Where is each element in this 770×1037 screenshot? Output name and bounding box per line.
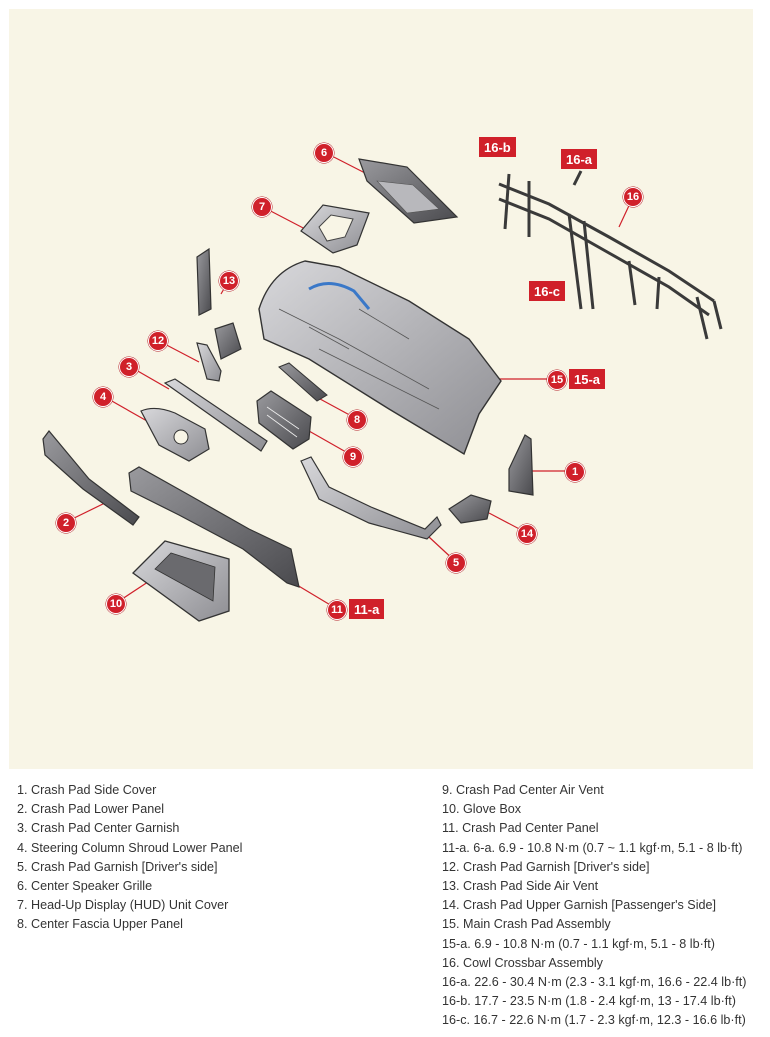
center-fascia-upper-panel-part <box>278 362 328 402</box>
legend-item: 12. Crash Pad Garnish [Driver's side] <box>442 859 650 874</box>
callout-1: 1 <box>565 462 585 482</box>
glove-box-part <box>132 540 230 622</box>
legend-item: 8. Center Fascia Upper Panel <box>17 917 183 932</box>
legend-item: 15. Main Crash Pad Assembly <box>442 917 611 932</box>
legend-item: 16-c. 16.7 - 22.6 N·m (1.7 - 2.3 kgf·m, … <box>442 1013 746 1028</box>
legend-item: 3. Crash Pad Center Garnish <box>17 821 180 836</box>
legend-item: 16-a. 22.6 - 30.4 N·m (2.3 - 3.1 kgf·m, … <box>442 975 747 990</box>
parts-illustration <box>42 151 723 622</box>
callout-13: 13 <box>219 271 239 291</box>
center-air-vent-part <box>256 390 312 450</box>
callout-16-a: 16-a <box>561 149 598 169</box>
legend-item: 10. Glove Box <box>442 802 522 817</box>
callout-12: 12 <box>148 331 168 351</box>
legend-item: 14. Crash Pad Upper Garnish [Passenger's… <box>442 898 717 913</box>
side-air-vent-part <box>196 247 242 360</box>
callout-11: 11 <box>327 600 347 620</box>
callout-15-a: 15-a <box>569 369 606 389</box>
callout-2: 2 <box>56 513 76 533</box>
callout-4: 4 <box>93 387 113 407</box>
crash-pad-upper-garnish-part <box>448 494 492 524</box>
callout-3: 3 <box>119 357 139 377</box>
callout-7: 7 <box>252 197 272 217</box>
callout-14: 14 <box>517 524 537 544</box>
legend-item: 4. Steering Column Shroud Lower Panel <box>17 840 243 855</box>
legend-item: 16-b. 17.7 - 23.5 N·m (1.8 - 2.4 kgf·m, … <box>442 994 736 1009</box>
legend-item: 6. Center Speaker Grille <box>17 879 153 894</box>
main-crash-pad-part <box>258 260 502 456</box>
exploded-view-diagram: 6 7 13 12 3 4 2 8 9 10 11 11-a 5 1 14 15… <box>9 9 753 769</box>
crash-pad-garnish-driver-part <box>300 456 442 540</box>
legend-item: 1. Crash Pad Side Cover <box>17 783 157 797</box>
legend-item: 9. Crash Pad Center Air Vent <box>442 783 604 797</box>
crash-pad-center-panel-part <box>128 466 300 588</box>
center-speaker-grille-part <box>358 158 459 224</box>
callout-16-c: 16-c <box>529 281 566 301</box>
legend-item: 7. Head-Up Display (HUD) Unit Cover <box>17 898 229 913</box>
crash-pad-side-cover-part <box>508 434 534 496</box>
callout-5: 5 <box>446 553 466 573</box>
crash-pad-garnish-driver-small-part <box>196 342 222 382</box>
callout-11-a: 11-a <box>349 599 385 619</box>
legend-right-column: 9. Crash Pad Center Air Vent 10. Glove B… <box>442 781 746 1031</box>
steering-column-shroud-part <box>140 407 210 462</box>
legend-item: 5. Crash Pad Garnish [Driver's side] <box>17 859 218 874</box>
legend-item: 16. Cowl Crossbar Assembly <box>442 955 603 970</box>
callout-16-b: 16-b <box>479 137 516 157</box>
cowl-crossbar-part <box>498 170 723 340</box>
crash-pad-lower-panel-part <box>42 430 140 526</box>
callout-8: 8 <box>347 410 367 430</box>
callout-9: 9 <box>343 447 363 467</box>
callout-16: 16 <box>623 187 643 207</box>
legend-item: 11. Crash Pad Center Panel <box>442 821 599 836</box>
legend-item: 13. Crash Pad Side Air Vent <box>442 879 599 894</box>
legend-item: 2. Crash Pad Lower Panel <box>17 802 165 817</box>
legend-left-column: 1. Crash Pad Side Cover 2. Crash Pad Low… <box>17 781 242 935</box>
callout-6: 6 <box>314 143 334 163</box>
callout-10: 10 <box>106 594 126 614</box>
center-garnish-part <box>163 378 268 452</box>
callout-15: 15 <box>547 370 567 390</box>
hud-cover-part <box>300 204 370 254</box>
legend-item: 15-a. 6.9 - 10.8 N·m (0.7 - 1.1 kgf·m, 5… <box>442 936 715 951</box>
legend-item: 11-a. 6-a. 6.9 - 10.8 N·m (0.7 ~ 1.1 kgf… <box>442 840 743 855</box>
